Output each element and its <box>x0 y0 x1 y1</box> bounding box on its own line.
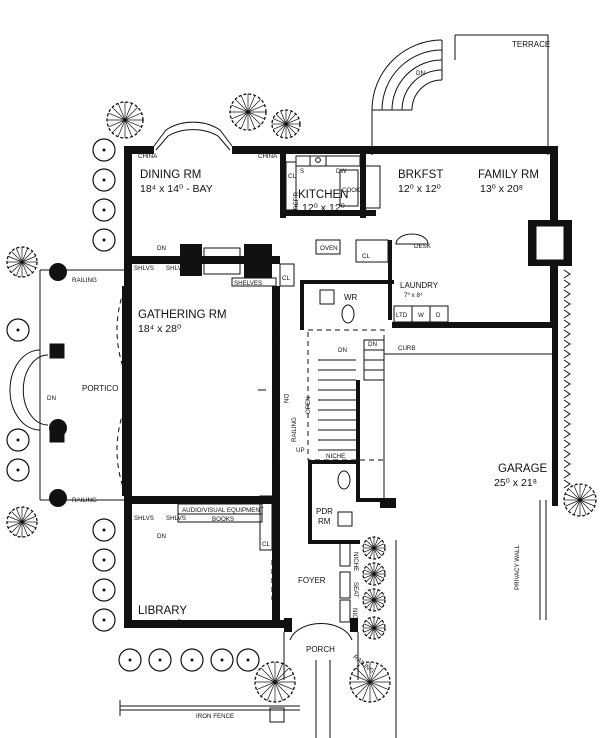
up-label: UP <box>296 447 305 454</box>
dn-terrace-label: DN <box>416 70 425 77</box>
family-room-dims: 13⁰ x 20⁸ <box>480 183 523 195</box>
pdr-label: PDR <box>316 507 333 516</box>
door-dn-lib: DN <box>157 533 166 540</box>
dining-room-name: DINING RM <box>140 169 201 181</box>
tree-2 <box>271 109 301 139</box>
sink-label: S <box>300 168 304 175</box>
china-left-label: CHINA <box>138 153 158 160</box>
dn-side-label: DN <box>282 394 289 403</box>
dn-stair-2: DN <box>368 341 377 348</box>
cl-kitchen: CL <box>288 173 296 180</box>
exterior-walls <box>122 121 572 632</box>
tree-7 <box>349 661 391 703</box>
closet-3-label: CL <box>262 541 270 548</box>
niche-stair-label: NICHE <box>326 453 345 460</box>
curb-label: CURB <box>398 345 416 352</box>
kitchen: S DW CL REF'R COOK KITCHEN 12⁰ x 12⁰ <box>285 155 381 214</box>
oven-label: OVEN <box>320 245 338 252</box>
garage-name: GARAGE <box>498 463 548 475</box>
terrace-label: TERRACE <box>512 40 550 49</box>
seat-label: SEAT <box>352 582 359 598</box>
tree-6 <box>254 661 296 703</box>
laundry: OVEN CL DESK LAUNDRY 7⁰ x 8⁴ LTD W D WR <box>315 233 449 324</box>
breakfast-name: BRKFST <box>398 169 443 181</box>
laundry-dims: 7⁰ x 8⁴ <box>404 292 423 299</box>
foyer-name: FOYER <box>298 576 326 585</box>
books-label: BOOKS <box>212 516 234 523</box>
foyer-area: PDR RM FOYER NICHE SEAT NICHE <box>271 470 359 627</box>
porch: PORCH RAILING <box>283 622 376 738</box>
niche-b-label: NICHE <box>351 608 358 627</box>
closet-1-label: CL <box>282 275 290 282</box>
privacy-wall-label: PRIVACY WALL <box>514 545 521 590</box>
breakfast-family: BRKFST 12⁰ x 12⁰ FAMILY RM 13⁰ x 20⁸ <box>398 169 539 195</box>
dn-stair-1: DN <box>338 347 347 354</box>
shelves-v1: SHLVS <box>134 265 154 272</box>
dining-room-dims: 18⁴ x 14⁰ - BAY <box>140 183 213 195</box>
dryer-label: D <box>436 312 441 319</box>
tree-0 <box>106 101 144 139</box>
terrace-outline <box>455 34 549 155</box>
stairs: FLOOR ABOVE OPEN RAILING DN DN UP NICHE <box>273 322 385 461</box>
shelves-v4: SHLVS <box>166 515 186 522</box>
wr-label: WR <box>344 293 358 302</box>
refrigerator-label: REF'R <box>293 191 300 210</box>
shelves-v3: SHLVS <box>134 515 154 522</box>
foyer-tree-0 <box>362 536 386 560</box>
railing-stair-label: RAILING <box>291 417 298 442</box>
garage: CURB GARAGE 25⁰ x 21⁸ PRIVACY WALL <box>383 345 552 738</box>
gathering-dims: 18⁴ x 28⁰ <box>138 323 182 335</box>
iron-fence: IRON FENCE <box>119 700 300 723</box>
dishwasher-label: DW <box>336 168 346 175</box>
gathering-room: GATHERING RM 18⁴ x 28⁰ LEDGE LEDGE DN <box>138 309 289 464</box>
railing-top-label: RAILING <box>72 277 97 284</box>
terrace: TERRACE DN <box>371 34 550 155</box>
foyer-tree-1 <box>362 562 386 586</box>
ledge-2-label: LEDGE <box>270 443 277 464</box>
tree-1 <box>229 93 267 131</box>
pdr-rm-label: RM <box>318 517 331 526</box>
desk-label: DESK <box>414 243 432 250</box>
av-label: AUDIO/VISUAL EQUIPMENT <box>182 507 264 514</box>
foyer-tree-2 <box>362 588 386 612</box>
kitchen-dims: 12⁰ x 12⁰ <box>302 202 346 214</box>
porch-name: PORCH <box>306 645 335 654</box>
foyer-tree-3 <box>362 616 386 640</box>
tree-5 <box>563 483 597 517</box>
niche-a-label: NICHE <box>352 552 359 571</box>
portico-label: PORTICO <box>82 384 118 393</box>
breakfast-dims: 12⁰ x 12⁰ <box>398 183 442 195</box>
cook-label: COOK <box>342 187 361 194</box>
dining-room: DINING RM 18⁴ x 14⁰ - BAY CHINA CHINA DN… <box>134 153 295 287</box>
interior-walls <box>49 154 552 624</box>
garage-dims: 25⁰ x 21⁸ <box>494 477 537 489</box>
landscaping <box>6 93 597 703</box>
kitchen-name: KITCHEN <box>298 189 348 201</box>
floor-above-label: FLOOR ABOVE <box>273 322 280 366</box>
portico: PORTICO DN RAILING RAILING <box>9 269 125 504</box>
iron-fence-label: IRON FENCE <box>196 713 234 720</box>
washer-label: W <box>418 312 424 319</box>
china-right-label: CHINA <box>258 153 278 160</box>
family-room-name: FAMILY RM <box>478 169 539 181</box>
gathering-name: GATHERING RM <box>138 309 227 321</box>
closet-2-label: CL <box>362 253 370 260</box>
door-dn: DN <box>157 245 166 252</box>
open-label: OPEN <box>305 396 312 414</box>
shelves-label: SHELVES <box>234 280 262 287</box>
laundry-tub-label: LTD <box>396 312 408 319</box>
tree-3 <box>6 246 38 278</box>
library: SHLVS SHLVS AUDIO/VISUAL EQUIPMENT BOOKS… <box>134 495 273 630</box>
library-name: LIBRARY <box>138 605 187 617</box>
laundry-name: LAUNDRY <box>400 281 439 290</box>
ledge-1-label: LEDGE <box>270 328 277 349</box>
railing-bottom-label: RAILING <box>72 497 97 504</box>
library-dims: 18⁴ x 14⁰ <box>138 618 182 630</box>
shelves-v2: SHLVS <box>166 265 186 272</box>
tree-4 <box>6 506 38 538</box>
railing-porch-label: RAILING <box>352 654 376 675</box>
dn-portico-label: DN <box>47 395 56 402</box>
